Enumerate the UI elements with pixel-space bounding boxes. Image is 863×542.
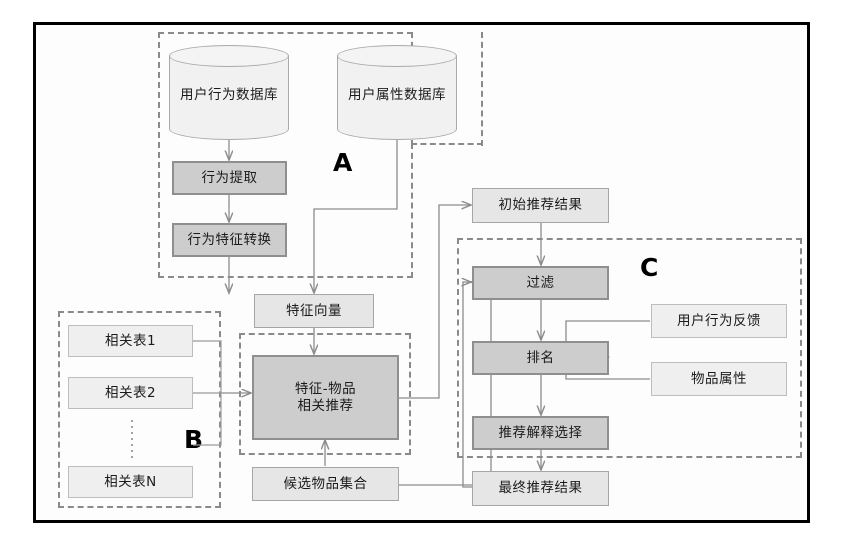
node-feature-item-recommend-line2: 相关推荐 — [297, 397, 354, 414]
node-ranking-label: 排名 — [526, 349, 555, 366]
cylinder-body — [169, 56, 289, 129]
node-candidate-item-set-label: 候选物品集合 — [283, 475, 368, 492]
region-a-label: A — [333, 148, 353, 177]
region-b-label: B — [184, 425, 204, 454]
node-final-recommend-result-label: 最终推荐结果 — [498, 480, 583, 497]
region-a-right-lower-edge — [411, 143, 413, 278]
node-feature-vector: 特征向量 — [254, 294, 374, 328]
node-final-recommend-result: 最终推荐结果 — [472, 471, 609, 506]
node-relation-table-2: 相关表2 — [68, 377, 193, 409]
node-relation-table-1-label: 相关表1 — [104, 332, 157, 349]
node-feature-vector-label: 特征向量 — [286, 302, 342, 319]
user-attribute-database: 用户属性数据库 — [337, 45, 457, 140]
region-a-right-step-edge — [411, 143, 483, 145]
node-user-behavior-feedback-label: 用户行为反馈 — [677, 312, 761, 329]
node-relation-table-n-label: 相关表N — [104, 473, 157, 490]
node-feature-item-recommend: 特征-物品 相关推荐 — [252, 355, 399, 440]
node-explanation-select: 推荐解释选择 — [472, 416, 609, 450]
node-behavior-feature-transform-label: 行为特征转换 — [187, 231, 272, 248]
region-c-label: C — [640, 253, 659, 282]
node-candidate-item-set: 候选物品集合 — [252, 467, 399, 501]
node-relation-table-n: 相关表N — [68, 466, 193, 498]
node-explanation-select-label: 推荐解释选择 — [498, 424, 583, 441]
region-a-right-top-edge — [481, 32, 483, 146]
node-initial-recommend-result: 初始推荐结果 — [472, 188, 609, 223]
node-user-behavior-feedback: 用户行为反馈 — [651, 304, 787, 338]
cylinder-top — [169, 45, 289, 67]
node-filter: 过滤 — [472, 266, 609, 300]
cylinder-body — [337, 56, 457, 129]
region-a-boundary — [158, 32, 413, 278]
node-ranking: 排名 — [472, 341, 609, 375]
node-behavior-extract-label: 行为提取 — [201, 169, 258, 186]
relation-table-ellipsis — [130, 420, 133, 458]
node-initial-recommend-result-label: 初始推荐结果 — [498, 197, 583, 214]
node-behavior-feature-transform: 行为特征转换 — [172, 223, 287, 257]
cylinder-top — [337, 45, 457, 67]
node-behavior-extract: 行为提取 — [172, 161, 287, 195]
node-feature-item-recommend-line1: 特征-物品 — [294, 380, 357, 397]
node-relation-table-1: 相关表1 — [68, 325, 193, 357]
node-item-attribute: 物品属性 — [651, 362, 787, 396]
user-attribute-database-label: 用户属性数据库 — [348, 86, 446, 103]
node-relation-table-2-label: 相关表2 — [104, 384, 157, 401]
user-behavior-database: 用户行为数据库 — [169, 45, 289, 140]
node-item-attribute-label: 物品属性 — [691, 370, 747, 387]
node-filter-label: 过滤 — [526, 274, 555, 291]
user-behavior-database-label: 用户行为数据库 — [180, 86, 278, 103]
